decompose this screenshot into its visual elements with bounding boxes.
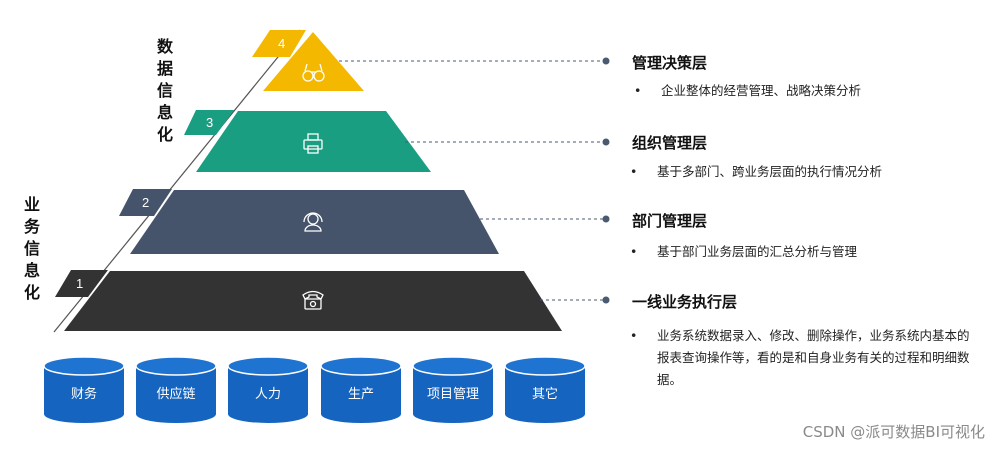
cylinder-cap bbox=[135, 356, 217, 376]
system-label: 其它 bbox=[532, 386, 558, 402]
level-4-number-tab bbox=[252, 30, 306, 57]
system-cylinder-5: 项目管理 bbox=[412, 356, 494, 423]
layer-desc-text: 业务系统数据录入、修改、删除操作，业务系统内基本的报表查询操作等，看的是和自身业… bbox=[657, 328, 970, 387]
level-1-number: 1 bbox=[76, 276, 83, 291]
bullet-dot: • bbox=[634, 83, 642, 98]
system-cylinder-4: 生产 bbox=[320, 356, 402, 423]
layer-desc-text: 基于部门业务层面的汇总分析与管理 bbox=[657, 244, 858, 259]
bullet-dot: • bbox=[630, 164, 638, 179]
level-3-number: 3 bbox=[206, 115, 213, 130]
layer-desc-department-management: • 基于部门业务层面的汇总分析与管理 bbox=[630, 241, 960, 263]
layer-title-department-management: 部门管理层 bbox=[632, 212, 708, 230]
cylinder-cap bbox=[320, 356, 402, 376]
printer-icon bbox=[303, 133, 323, 154]
system-label: 供应链 bbox=[156, 386, 195, 402]
level-3-number-tab bbox=[184, 110, 234, 135]
layer-title-organization-management: 组织管理层 bbox=[632, 134, 708, 152]
layer-title-frontline-execution: 一线业务执行层 bbox=[632, 293, 738, 311]
level-3-trapezoid bbox=[196, 111, 431, 172]
cylinder-cap bbox=[43, 356, 125, 376]
cylinder-body bbox=[413, 366, 493, 423]
cylinder-cap bbox=[504, 356, 586, 376]
layer-desc-frontline-execution: • 业务系统数据录入、修改、删除操作，业务系统内基本的报表查询操作等，看的是和自… bbox=[630, 325, 975, 391]
level-2-number: 2 bbox=[142, 195, 149, 210]
level-4-trapezoid bbox=[263, 32, 364, 91]
level-2-trapezoid bbox=[130, 190, 499, 254]
business-informatization-label: 业务信息化 bbox=[23, 195, 40, 302]
csdn-watermark: CSDN @派可数据BI可视化 bbox=[802, 423, 985, 441]
system-label: 人力 bbox=[255, 387, 281, 402]
binoculars-icon bbox=[302, 63, 325, 82]
system-cylinders: 财务 供应链 人力 生产 项目管理 其它 bbox=[43, 356, 586, 423]
system-cylinder-1: 财务 bbox=[43, 356, 125, 423]
system-label: 生产 bbox=[348, 387, 374, 402]
system-cylinder-2: 供应链 bbox=[135, 356, 217, 423]
telephone-icon bbox=[302, 290, 324, 310]
level-1-number-tab bbox=[55, 270, 108, 297]
layer-desc-text: 基于多部门、跨业务层面的执行情况分析 bbox=[657, 164, 883, 179]
layer-title-management-decision: 管理决策层 bbox=[632, 54, 708, 72]
level-4-number: 4 bbox=[278, 36, 285, 51]
bullet-dot: • bbox=[630, 328, 638, 343]
cylinder-body bbox=[44, 366, 124, 423]
cylinder-body bbox=[228, 366, 308, 423]
system-label: 项目管理 bbox=[427, 387, 479, 402]
system-cylinder-6: 其它 bbox=[504, 356, 586, 423]
data-informatization-label: 数据信息化 bbox=[156, 37, 173, 144]
level-2-number-tab bbox=[119, 189, 172, 216]
connector-dot-3 bbox=[602, 215, 610, 223]
layer-desc-management-decision: • 企业整体的经营管理、战略决策分析 bbox=[634, 80, 964, 102]
headset-icon bbox=[303, 212, 323, 232]
layer-desc-organization-management: • 基于多部门、跨业务层面的执行情况分析 bbox=[630, 161, 960, 183]
layer-desc-text: 企业整体的经营管理、战略决策分析 bbox=[661, 83, 862, 98]
bullet-dot: • bbox=[630, 244, 638, 259]
connector-dot-2 bbox=[602, 138, 610, 146]
connector-dot-4 bbox=[602, 296, 610, 304]
cylinder-body bbox=[321, 366, 401, 423]
cylinder-body bbox=[505, 366, 585, 423]
system-cylinder-3: 人力 bbox=[227, 356, 309, 423]
cylinder-cap bbox=[412, 356, 494, 376]
system-label: 财务 bbox=[71, 386, 97, 402]
cylinder-body bbox=[136, 366, 216, 423]
connector-dot-1 bbox=[602, 57, 610, 65]
cylinder-cap bbox=[227, 356, 309, 376]
